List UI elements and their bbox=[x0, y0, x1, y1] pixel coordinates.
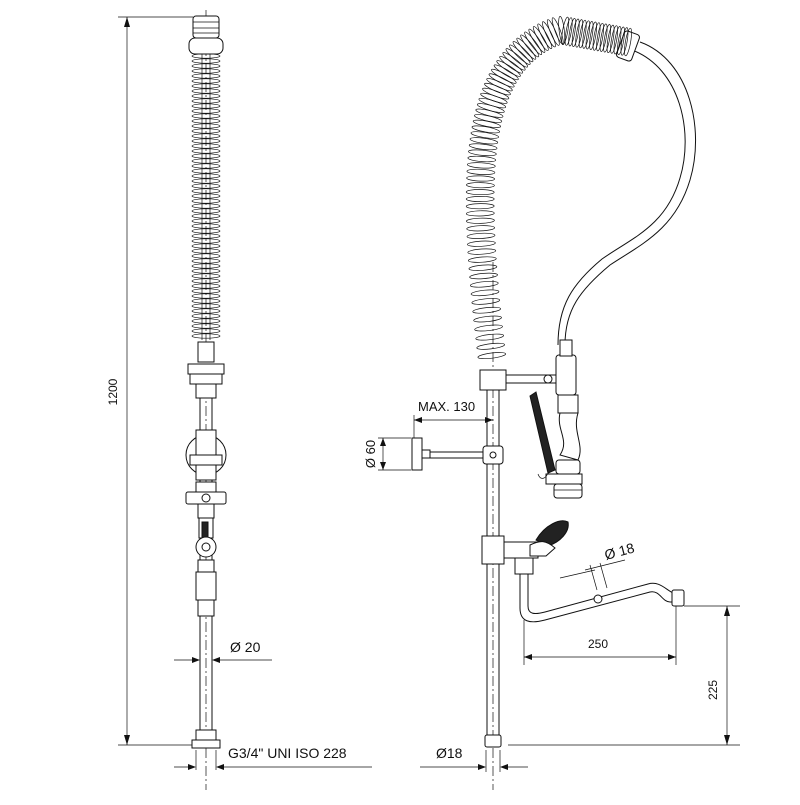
dimension-column-diameter: Ø18 bbox=[420, 745, 528, 772]
front-view: MAX. 130 Ø 60 bbox=[363, 16, 740, 790]
spout-diameter-label: Ø 18 bbox=[603, 540, 637, 563]
dimension-max-reach: MAX. 130 bbox=[413, 399, 493, 438]
swivel-spout bbox=[519, 574, 685, 623]
dimension-connection-thread: G3/4" UNI ISO 228 bbox=[174, 745, 372, 770]
side-view: 1200 Ø 20 G3/4" UNI ISO 228 bbox=[106, 10, 372, 790]
connection-thread-label: G3/4" UNI ISO 228 bbox=[228, 745, 347, 761]
coil-spring-side bbox=[191, 53, 221, 339]
upper-bracket-arm bbox=[479, 339, 577, 396]
spout-reach-label: 250 bbox=[588, 637, 608, 651]
wall-bracket-front bbox=[411, 437, 504, 471]
coil-spring-front bbox=[465, 16, 632, 360]
dimension-spout-reach: 250 bbox=[523, 606, 677, 665]
max-reach-label: MAX. 130 bbox=[418, 399, 475, 414]
hose-top-connector bbox=[188, 15, 224, 55]
dimension-total-height: 1200 bbox=[106, 16, 193, 746]
bottom-connector-front bbox=[484, 734, 502, 748]
spout-height-label: 225 bbox=[706, 680, 720, 700]
spring-clamp bbox=[187, 341, 225, 399]
dimension-pipe-diameter: Ø 20 bbox=[174, 639, 272, 663]
pipe-diameter-label: Ø 20 bbox=[230, 639, 261, 655]
dimension-spout-diameter: Ø 18 bbox=[559, 540, 637, 591]
flexible-hose bbox=[557, 30, 696, 346]
wall-bracket-side bbox=[185, 429, 227, 481]
spray-head bbox=[529, 391, 583, 499]
spout-side bbox=[195, 559, 217, 617]
column-diameter-label: Ø18 bbox=[436, 745, 463, 761]
total-height-label: 1200 bbox=[106, 378, 120, 405]
lever-side bbox=[195, 517, 217, 558]
dimension-spout-height: 225 bbox=[508, 605, 740, 746]
flange-diameter-label: Ø 60 bbox=[363, 440, 378, 468]
valve-body-side bbox=[185, 481, 227, 519]
mixer-valve bbox=[481, 520, 569, 575]
dimension-flange-diameter: Ø 60 bbox=[363, 437, 411, 471]
bottom-connector-side bbox=[191, 729, 221, 749]
